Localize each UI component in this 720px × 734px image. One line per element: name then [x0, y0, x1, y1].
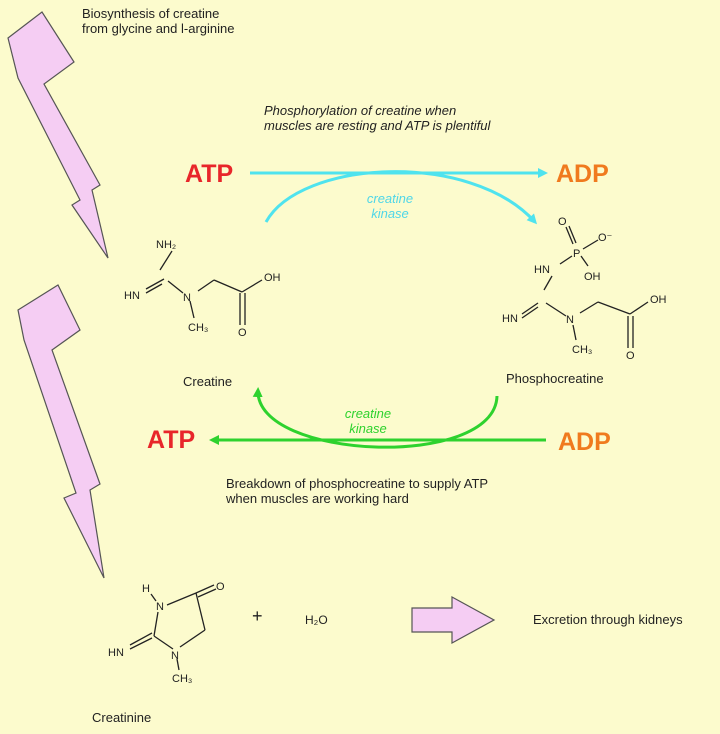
phosphorylation-caption: Phosphorylation of creatine when muscles… [264, 103, 491, 133]
creatinine-n-bottom-label: N [171, 650, 179, 662]
creatinine-ch3-label: CH₃ [172, 673, 192, 685]
creatinine-n-top-label: N [156, 601, 164, 613]
plus-sign: + [252, 606, 263, 626]
creatine-hn-label: HN [124, 290, 140, 302]
phospho-hn-top-label: HN [534, 264, 550, 276]
phospho-ch3-label: CH₃ [572, 344, 592, 356]
phospho-o-label: O [626, 350, 635, 362]
creatine-name-label: Creatine [183, 374, 233, 389]
top-adp-label: ADP [556, 160, 609, 188]
bottom-curved-arrow [252, 387, 499, 449]
creatinine-structure: H N O HN N CH₃ [108, 581, 225, 685]
bottom-enzyme-label: creatine kinase [344, 406, 392, 436]
creatinine-h-label: H [142, 583, 150, 595]
biosynthesis-caption: Biosynthesis of creatine from glycine an… [82, 6, 235, 36]
phospho-oh-p-label: OH [584, 271, 601, 283]
creatine-o-label: O [238, 327, 247, 339]
top-atp-label: ATP [185, 160, 234, 188]
biosynthesis-zigzag-arrow [7, 11, 109, 259]
creatine-ch3-label: CH₃ [188, 322, 208, 334]
degradation-zigzag-arrow [17, 284, 105, 579]
creatine-oh-label: OH [264, 272, 281, 284]
top-curved-arrow [264, 170, 538, 225]
excretion-label: Excretion through kidneys [533, 612, 683, 627]
creatine-nh2-label: NH₂ [156, 239, 176, 251]
excretion-block-arrow [411, 595, 496, 645]
creatinine-name-label: Creatinine [92, 710, 152, 725]
phosphocreatine-structure: O O⁻ P HN OH HN N CH₃ OH O [502, 216, 667, 362]
phospho-p-label: P [573, 248, 580, 260]
top-enzyme-label: creatine kinase [366, 191, 414, 221]
breakdown-caption: Breakdown of phosphocreatine to supply A… [226, 476, 489, 506]
bottom-adp-label: ADP [558, 428, 611, 456]
creatinine-o-label: O [216, 581, 225, 593]
water-label: H₂O [305, 613, 328, 627]
phospho-o-top-label: O [558, 216, 567, 228]
creatine-n-label: N [183, 292, 191, 304]
creatinine-hn-label: HN [108, 647, 124, 659]
phosphocreatine-name-label: Phosphocreatine [506, 371, 604, 386]
phospho-hn-left-label: HN [502, 313, 518, 325]
phospho-oh-label: OH [650, 294, 667, 306]
phospho-o-minus-label: O⁻ [598, 232, 613, 244]
phospho-n-label: N [566, 314, 574, 326]
creatine-structure: NH₂ HN N CH₃ OH O [124, 239, 281, 339]
bottom-atp-label: ATP [147, 426, 196, 454]
